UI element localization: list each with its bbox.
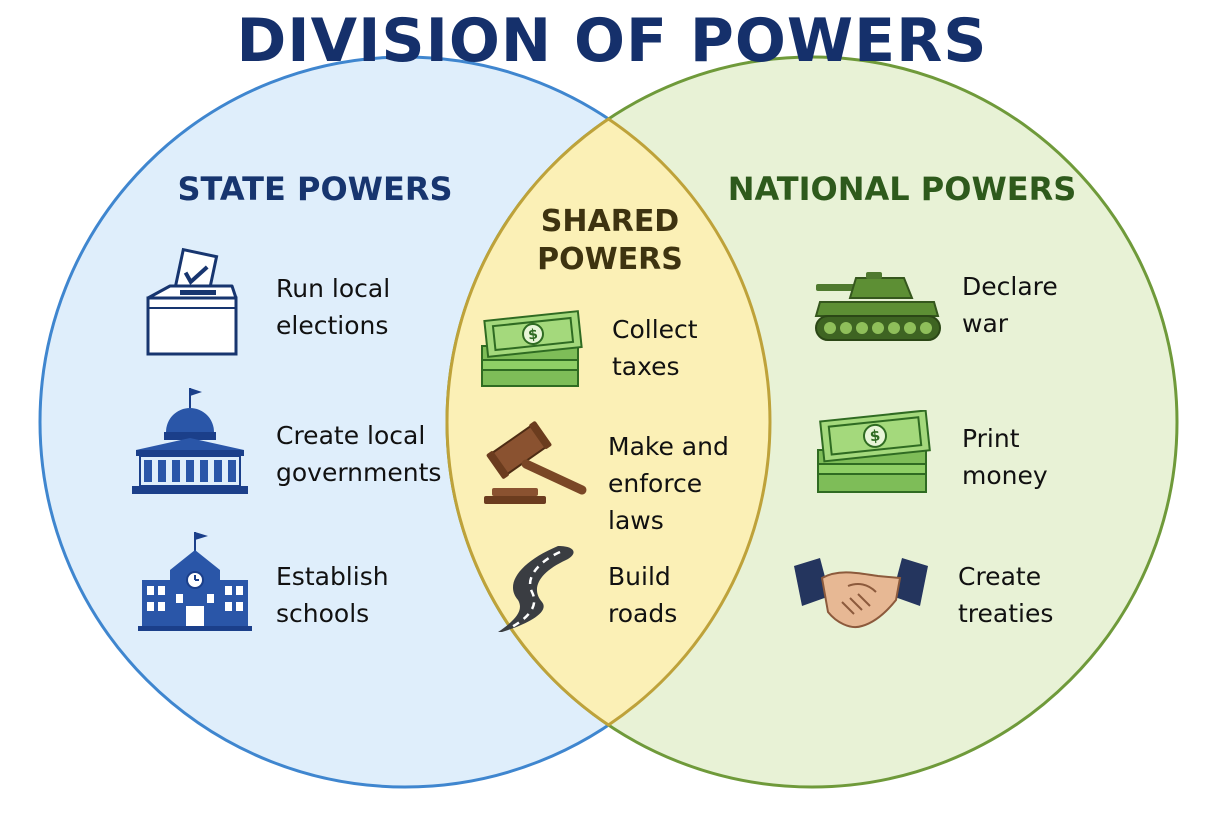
shared-powers-heading: SHARED POWERS [505, 203, 715, 279]
national-item-label: Print money [962, 424, 1048, 490]
page-title: DIVISION OF POWERS [236, 6, 988, 76]
capitol-building-icon [132, 388, 248, 494]
road-icon [498, 546, 574, 632]
shared-item-label: Make and enforce laws [608, 432, 729, 535]
money-stack-icon: $ [817, 410, 931, 493]
state-item-label: Run local elections [276, 274, 391, 340]
state-powers-heading: STATE POWERS [177, 170, 453, 208]
ballot-box-icon [146, 247, 238, 356]
national-powers-heading: NATIONAL POWERS [727, 170, 1077, 208]
shared-overlap-outline [445, 117, 772, 727]
svg-text:$: $ [527, 327, 538, 344]
svg-text:$: $ [869, 426, 881, 445]
shared-heading-line1: SHARED [540, 204, 680, 239]
shared-item-label: Build roads [608, 562, 678, 628]
shared-item-label: Collect taxes [612, 315, 698, 381]
national-item-label: Declare war [962, 272, 1058, 338]
money-stack-icon: $ [481, 310, 583, 387]
handshake-icon [794, 558, 928, 628]
school-building-icon [138, 532, 252, 631]
gavel-icon [484, 421, 587, 504]
national-item-label: Create treaties [958, 562, 1054, 628]
state-item-label: Create local governments [276, 421, 442, 487]
tank-icon [814, 272, 941, 341]
shared-overlap [447, 57, 770, 787]
shared-heading-line2: POWERS [537, 242, 683, 277]
state-item-label: Establish schools [276, 562, 389, 628]
